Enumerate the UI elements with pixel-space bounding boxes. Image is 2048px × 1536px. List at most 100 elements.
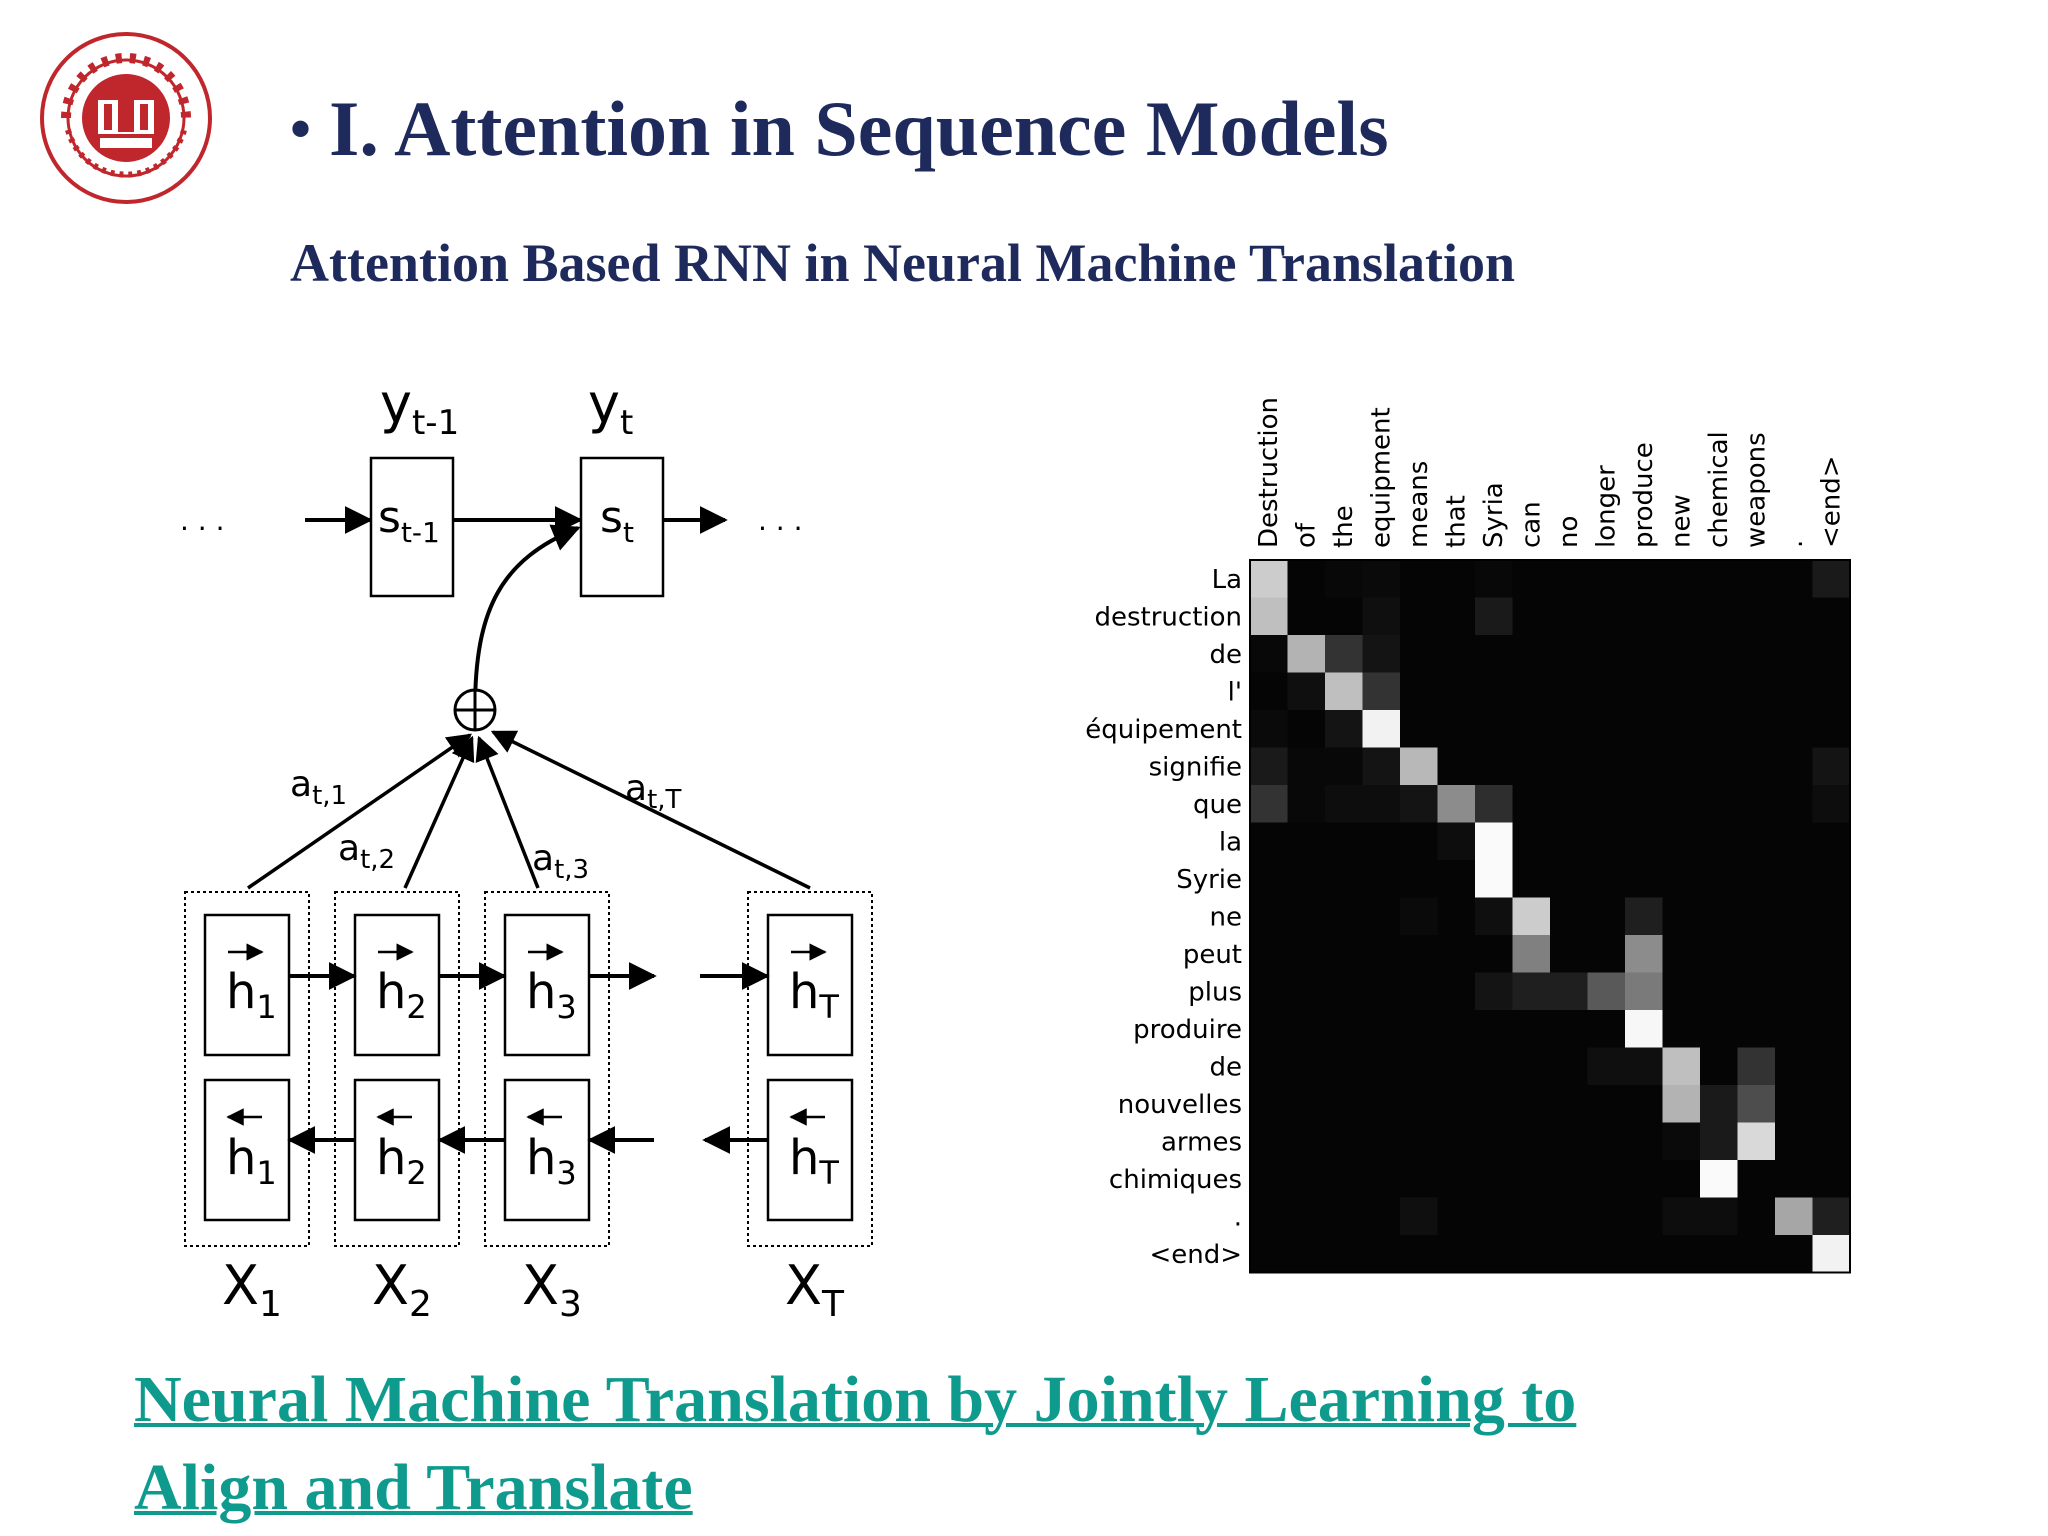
heatmap-cell xyxy=(1587,560,1626,598)
paper-link[interactable]: Neural Machine Translation by Jointly Le… xyxy=(134,1356,1934,1532)
heatmap-cell xyxy=(1475,1010,1513,1048)
heatmap-cell xyxy=(1775,1047,1813,1086)
heatmap-cell xyxy=(1700,822,1738,861)
heatmap-cells xyxy=(1250,560,1851,1273)
heatmap-cell xyxy=(1437,1235,1476,1273)
heatmap-cell xyxy=(1550,1010,1588,1048)
heatmap-cell xyxy=(1550,560,1588,598)
heatmap-cell xyxy=(1475,1197,1513,1236)
heatmap-cell xyxy=(1700,785,1738,823)
heatmap-cell xyxy=(1812,710,1851,748)
backward-box-1 xyxy=(203,1078,291,1222)
heatmap-cell xyxy=(1325,1197,1363,1236)
heatmap-y-label: . xyxy=(1234,1202,1242,1232)
heatmap-cell xyxy=(1700,1235,1738,1273)
heatmap-cell xyxy=(1625,935,1663,973)
heatmap-cell xyxy=(1812,897,1851,936)
heatmap-cell xyxy=(1475,1235,1513,1273)
heatmap-cell xyxy=(1325,972,1363,1011)
heatmap-cell xyxy=(1550,822,1588,861)
heatmap-cell xyxy=(1775,672,1813,711)
heatmap-cell xyxy=(1362,635,1401,673)
heatmap-cell xyxy=(1250,597,1288,636)
heatmap-cell xyxy=(1700,635,1738,673)
heatmap-cell xyxy=(1700,710,1738,748)
heatmap-cell xyxy=(1437,710,1476,748)
heatmap-cell xyxy=(1662,710,1701,748)
heatmap-cell xyxy=(1250,972,1288,1011)
heatmap-cell xyxy=(1737,672,1776,711)
heatmap-cell xyxy=(1587,672,1626,711)
heatmap-cell xyxy=(1625,860,1663,898)
heatmap-cell xyxy=(1362,597,1401,636)
heatmap-cell xyxy=(1662,635,1701,673)
heatmap-cell xyxy=(1700,1085,1738,1123)
heatmap-cell xyxy=(1737,785,1776,823)
heatmap-cell xyxy=(1400,1197,1438,1236)
heatmap-y-labels: Ladestructiondel'équipementsignifiequela… xyxy=(1085,565,1242,1270)
heatmap-cell xyxy=(1475,672,1513,711)
heatmap-cell xyxy=(1437,1122,1476,1161)
heatmap-cell xyxy=(1700,1122,1738,1161)
heatmap-cell xyxy=(1700,597,1738,636)
heatmap-cell xyxy=(1737,1197,1776,1236)
heatmap-x-label: of xyxy=(1291,522,1321,548)
x-label-2: X2 xyxy=(372,1254,432,1325)
paper-link-line-1[interactable]: Neural Machine Translation by Jointly Le… xyxy=(134,1363,1577,1436)
heatmap-cell xyxy=(1362,1160,1401,1198)
heatmap-cell xyxy=(1775,897,1813,936)
heatmap-y-label: de xyxy=(1210,640,1243,670)
heatmap-cell xyxy=(1662,560,1701,598)
backward-box-T xyxy=(766,1078,854,1222)
heatmap-cell xyxy=(1587,1197,1626,1236)
heatmap-cell xyxy=(1587,597,1626,636)
slide-title-text: I. Attention in Sequence Models xyxy=(329,85,1389,172)
heatmap-cell xyxy=(1550,1047,1588,1086)
heatmap-cell xyxy=(1512,1197,1551,1236)
heatmap-cell xyxy=(1400,897,1438,936)
heatmap-cell xyxy=(1325,1122,1363,1161)
heatmap-cell xyxy=(1550,1160,1588,1198)
heatmap-cell xyxy=(1625,1197,1663,1236)
heatmap-x-label: can xyxy=(1516,501,1546,548)
heatmap-cell xyxy=(1250,710,1288,748)
heatmap-cell xyxy=(1737,597,1776,636)
heatmap-cell xyxy=(1512,1122,1551,1161)
heatmap-cell xyxy=(1250,935,1288,973)
heatmap-cell xyxy=(1737,935,1776,973)
heatmap-cell xyxy=(1662,860,1701,898)
heatmap-cell xyxy=(1700,747,1738,786)
heatmap-cell xyxy=(1512,747,1551,786)
heatmap-cell xyxy=(1400,597,1438,636)
heatmap-cell xyxy=(1250,1010,1288,1048)
heatmap-frame xyxy=(1249,559,1851,1274)
heatmap-cell xyxy=(1775,1197,1813,1236)
heatmap-cell xyxy=(1662,672,1701,711)
heatmap-cell xyxy=(1250,1047,1288,1086)
heatmap-cell xyxy=(1737,1160,1776,1198)
heatmap-cell xyxy=(1437,560,1476,598)
heatmap-cell xyxy=(1700,1197,1738,1236)
heatmap-cell xyxy=(1662,1085,1701,1123)
heatmap-cell xyxy=(1512,597,1551,636)
heatmap-cell xyxy=(1287,1085,1326,1123)
heatmap-cell xyxy=(1587,1122,1626,1161)
heatmap-cell xyxy=(1250,785,1288,823)
backward-h-3: h3 xyxy=(526,1130,577,1192)
heatmap-cell xyxy=(1587,897,1626,936)
heatmap-cell xyxy=(1737,897,1776,936)
x-label-3: X3 xyxy=(522,1254,582,1325)
slide-subtitle: Attention Based RNN in Neural Machine Tr… xyxy=(290,233,1516,293)
heatmap-cell xyxy=(1287,860,1326,898)
heatmap-x-label: produce xyxy=(1629,442,1659,548)
heatmap-cell xyxy=(1662,972,1701,1011)
heatmap-cell xyxy=(1250,747,1288,786)
paper-link-line-2[interactable]: Align and Translate xyxy=(134,1451,693,1524)
heatmap-cell xyxy=(1400,672,1438,711)
heatmap-cell xyxy=(1812,822,1851,861)
heatmap-cell xyxy=(1362,710,1401,748)
heatmap-cell xyxy=(1475,860,1513,898)
heatmap-y-label: plus xyxy=(1188,977,1242,1007)
heatmap-cell xyxy=(1250,822,1288,861)
